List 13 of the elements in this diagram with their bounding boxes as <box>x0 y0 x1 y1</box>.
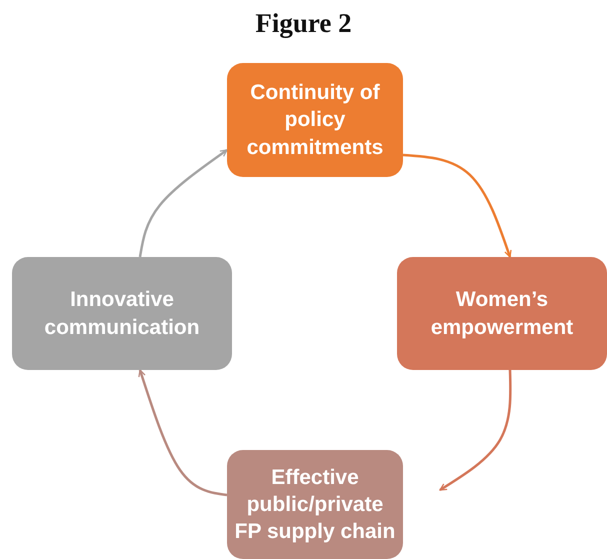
curved-arrow <box>402 154 512 258</box>
process-box <box>397 257 607 370</box>
box-label: Effective public/private FP supply chain <box>234 464 396 546</box>
curved-arrow <box>138 369 228 496</box>
curved-arrow <box>439 370 512 492</box>
figure-title: Figure 2 <box>254 8 353 39</box>
box-label: Innovative communication <box>43 287 201 340</box>
curved-arrow <box>138 148 228 258</box>
box-label: Women’s empowerment <box>430 287 574 340</box>
process-box <box>227 450 403 559</box>
process-box <box>227 63 403 177</box>
process-box <box>12 257 232 370</box>
box-label: Continuity of policy commitments <box>246 80 384 161</box>
